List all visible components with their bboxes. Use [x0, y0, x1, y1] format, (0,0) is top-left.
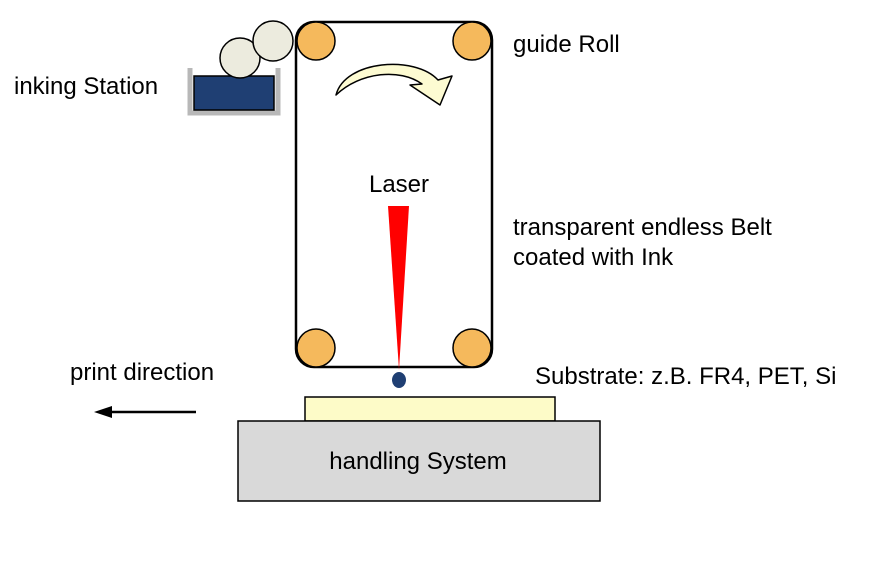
ink-reservoir [193, 75, 275, 111]
label-handling-system: handling System [329, 448, 506, 475]
inking-roller-left [219, 37, 261, 79]
substrate [304, 396, 556, 422]
guide-roll-top-right [452, 21, 492, 61]
print-direction-arrow [94, 406, 196, 418]
ink-droplet [392, 372, 406, 388]
label-belt-line2: coated with Ink [513, 244, 674, 271]
label-inking-station: inking Station [14, 73, 158, 100]
label-substrate: Substrate: z.B. FR4, PET, Si [535, 363, 836, 390]
guide-roll-bottom-right [452, 328, 492, 368]
inking-tray [187, 68, 281, 116]
guide-roll-top-left [296, 21, 336, 61]
inking-roller-right [252, 20, 294, 62]
label-laser: Laser [369, 171, 429, 198]
label-guide-roll: guide Roll [513, 31, 620, 58]
inking-station [187, 20, 294, 116]
guide-roll-bottom-left [296, 328, 336, 368]
label-belt-line1: transparent endless Belt [513, 214, 772, 241]
endless-belt [294, 20, 494, 369]
label-print-direction: print direction [70, 359, 214, 386]
laser-beam [388, 206, 409, 370]
guide-rolls [296, 21, 492, 368]
rotation-arrow [335, 63, 453, 106]
handling-system-box [237, 420, 601, 502]
